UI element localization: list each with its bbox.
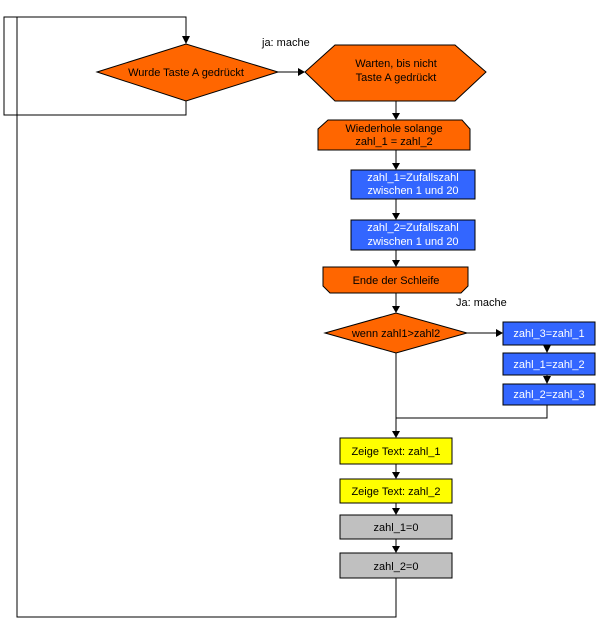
decision-taste-a-label: Wurde Taste A gedrückt [128, 67, 244, 79]
process-swap-1: zahl_3=zahl_1 [502, 321, 596, 346]
loop-start-label-line1: Wiederhole solange [345, 123, 442, 135]
arrowhead-compare-to-swap1 [496, 329, 503, 337]
process-swap-2: zahl_1=zahl_2 [502, 352, 596, 376]
arrowhead-swap2-to-swap3 [543, 376, 551, 384]
process-random-zahl2-box [350, 219, 476, 251]
edge-label-yes-top: ja: mache [261, 37, 310, 49]
edge-label-yes-compare: Ja: mache [456, 297, 507, 309]
loop-end-label: Ende der Schleife [353, 275, 440, 287]
decision-compare-label: wenn zahl1>zahl2 [351, 328, 440, 340]
display-zahl2-box [339, 478, 453, 504]
arrowhead-to-show1 [392, 431, 400, 438]
process-swap-2-label: zahl_1=zahl_2 [513, 359, 584, 371]
arrowhead-wait-to-loop [392, 113, 400, 120]
arrowhead-random2-to-loopend [392, 260, 400, 267]
process-swap-1-label: zahl_3=zahl_1 [513, 328, 584, 340]
arrowhead-swap1-to-swap2 [543, 345, 551, 353]
process-swap-2-box [502, 352, 596, 376]
process-random-zahl1-line1: zahl_1=Zufallszahl [367, 172, 458, 184]
wait-release-node: Warten, bis nicht Taste A gedrückt [304, 44, 487, 102]
loop-end-shape [322, 266, 469, 294]
assign-reset-zahl1-box [339, 514, 453, 540]
process-swap-3: zahl_2=zahl_3 [502, 383, 596, 406]
loop-start-shape [317, 119, 471, 151]
assign-reset-zahl1-label: zahl_1=0 [374, 522, 419, 534]
arrowhead-outer-loop [182, 36, 190, 44]
arrowhead-random1-to-random2 [392, 213, 400, 220]
decision-taste-a-diamond [95, 43, 280, 102]
wait-release-hexagon [304, 44, 487, 102]
process-swap-3-box [502, 383, 596, 406]
decision-taste-a: Wurde Taste A gedrückt [95, 43, 280, 102]
arrowhead-decision-to-wait [298, 68, 305, 76]
display-zahl1-box [339, 437, 453, 465]
process-random-zahl1-box [350, 169, 476, 200]
loop-end-node: Ende der Schleife [322, 266, 469, 294]
arrowhead-show1-to-show2 [392, 472, 400, 479]
wait-release-label-line1: Warten, bis nicht [355, 58, 437, 70]
display-zahl2: Zeige Text: zahl_2 [339, 478, 453, 504]
assign-reset-zahl2-label: zahl_2=0 [374, 561, 419, 573]
loop-start-node: Wiederhole solange zahl_1 = zahl_2 [317, 119, 471, 151]
decision-compare: wenn zahl1>zahl2 [323, 312, 469, 354]
process-random-zahl2-line1: zahl_2=Zufallszahl [367, 222, 458, 234]
arrowhead-loop-to-random1 [392, 163, 400, 170]
arrowhead-loopend-to-compare [392, 306, 400, 313]
arrowhead-reset1-to-reset2 [392, 546, 400, 553]
loop-start-label-line2: zahl_1 = zahl_2 [355, 136, 432, 148]
process-random-zahl2-line2: zwischen 1 und 20 [367, 236, 458, 248]
display-zahl1: Zeige Text: zahl_1 [339, 437, 453, 465]
process-swap-1-box [502, 321, 596, 346]
display-zahl2-label: Zeige Text: zahl_2 [351, 486, 440, 498]
connector-decision-taste-no [3, 16, 187, 116]
process-random-zahl1-line2: zwischen 1 und 20 [367, 185, 458, 197]
assign-reset-zahl2-box [339, 552, 453, 579]
decision-compare-diamond [323, 312, 469, 354]
assign-reset-zahl2: zahl_2=0 [339, 552, 453, 579]
arrowhead-show2-to-reset1 [392, 508, 400, 515]
connector-swap3-merge [396, 405, 548, 419]
assign-reset-zahl1: zahl_1=0 [339, 514, 453, 540]
connector-outer-loop-return [16, 16, 397, 618]
process-swap-3-label: zahl_2=zahl_3 [513, 389, 584, 401]
process-random-zahl1: zahl_1=Zufallszahl zwischen 1 und 20 [350, 169, 476, 200]
display-zahl1-label: Zeige Text: zahl_1 [351, 446, 440, 458]
process-random-zahl2: zahl_2=Zufallszahl zwischen 1 und 20 [350, 219, 476, 251]
wait-release-label-line2: Taste A gedrückt [356, 72, 437, 84]
